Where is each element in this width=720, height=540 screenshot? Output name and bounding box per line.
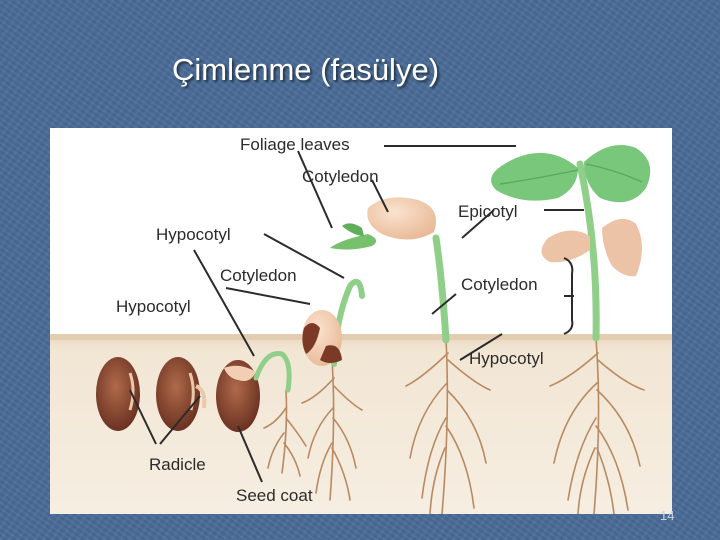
- foliage-leaf-left: [491, 152, 578, 201]
- bean-seed-2-radicle: [195, 384, 207, 409]
- soil: [50, 336, 672, 514]
- germination-diagram: Foliage leaves Cotyledon Epicotyl Hypoco…: [50, 135, 672, 514]
- label-radicle: Radicle: [149, 455, 206, 474]
- bean-seed-1-hilum: [128, 372, 135, 411]
- seed-coat-fragment-stage4: [302, 323, 320, 354]
- soil-surface: [50, 334, 672, 340]
- cotyledon-stage5: [367, 197, 436, 240]
- label-hypocotyl-right: Hypocotyl: [469, 349, 544, 368]
- label-cotyledon-top: Cotyledon: [302, 167, 379, 186]
- hypocotyl-stage5: [432, 234, 450, 344]
- cotyledon-stage6-right: [602, 218, 642, 277]
- cotyledon-stage6-left: [541, 230, 590, 263]
- label-seed-coat: Seed coat: [236, 486, 313, 505]
- label-cotyledon-mid: Cotyledon: [220, 266, 297, 285]
- label-cotyledon-right: Cotyledon: [461, 275, 538, 294]
- foliage-leaf-left-vein: [499, 169, 579, 185]
- foliage-leaf-right-vein: [585, 163, 643, 183]
- slide-number: 14: [660, 508, 675, 523]
- foliage-leaf-right: [584, 145, 651, 203]
- label-hypocotyl-upper: Hypocotyl: [156, 225, 231, 244]
- label-epicotyl: Epicotyl: [458, 202, 518, 221]
- leader-lines: [129, 145, 584, 483]
- label-hypocotyl-lower: Hypocotyl: [116, 297, 191, 316]
- seed-coat-fragment-stage4b: [320, 345, 342, 363]
- roots: [263, 337, 645, 514]
- bean-seed-2: [156, 357, 200, 431]
- germination-figure: Foliage leaves Cotyledon Epicotyl Hypoco…: [50, 128, 672, 514]
- bean-seed-3-coat-crack: [224, 365, 256, 381]
- label-foliage-leaves: Foliage leaves: [240, 135, 350, 154]
- hypocotyl-hook-stage3: [253, 351, 292, 393]
- bean-seed-1: [96, 357, 140, 431]
- young-leaves-stage5: [330, 234, 377, 250]
- slide-title: Çimlenme (fasülye): [172, 52, 440, 87]
- stem-stage6: [576, 160, 600, 342]
- young-leaves-stage5b: [342, 223, 364, 236]
